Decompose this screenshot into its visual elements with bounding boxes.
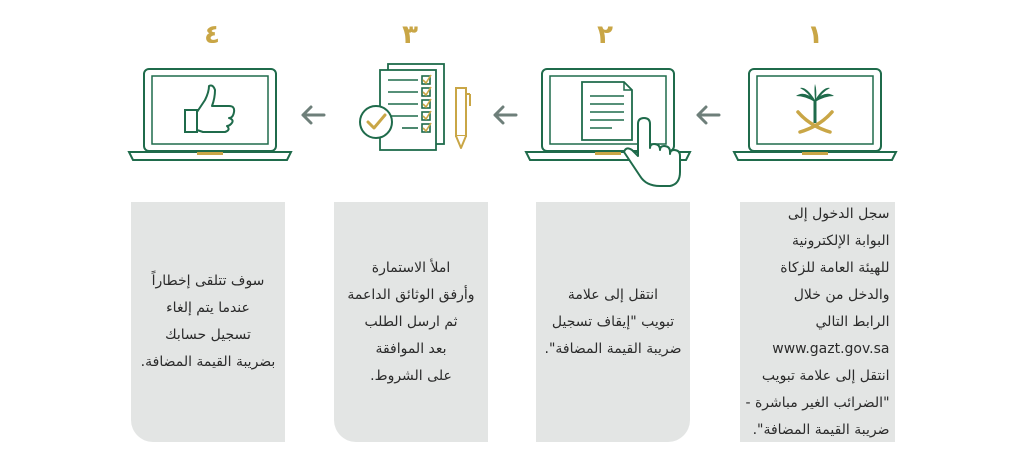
step-number-4: ٤ [204,20,220,50]
arrow-left-icon [696,105,721,125]
step-card-1: سجل الدخول إلى البوابة الإلكترونية للهيئ… [740,202,895,442]
checklist-form-icon [352,60,482,164]
step-description-1: سجل الدخول إلى البوابة الإلكترونية للهيئ… [745,205,890,438]
step-number-2: ٢ [597,20,613,50]
step-description-3: املأ الاستمارة وأرفق الوثائق الداعمة ثم … [347,259,475,384]
step-description-2: انتقل إلى علامة تبويب "إيقاف تسجيل ضريبة… [544,286,682,357]
step-number-3: ٣ [402,20,418,50]
arrow-left-icon [301,105,326,125]
arrow-left-icon [493,105,518,125]
step-card-3: املأ الاستمارة وأرفق الوثائق الداعمة ثم … [334,202,488,442]
step-number-1: ١ [807,20,823,50]
document-laptop-click-icon [520,60,695,199]
thumbs-up-laptop-icon [125,60,295,174]
step-card-2: انتقل إلى علامة تبويب "إيقاف تسجيل ضريبة… [536,202,690,442]
step-description-4: سوف تتلقى إخطاراً عندما يتم إلغاء تسجيل … [140,273,276,370]
saudi-emblem-laptop-icon [730,60,900,174]
step-card-4: سوف تتلقى إخطاراً عندما يتم إلغاء تسجيل … [131,202,285,442]
